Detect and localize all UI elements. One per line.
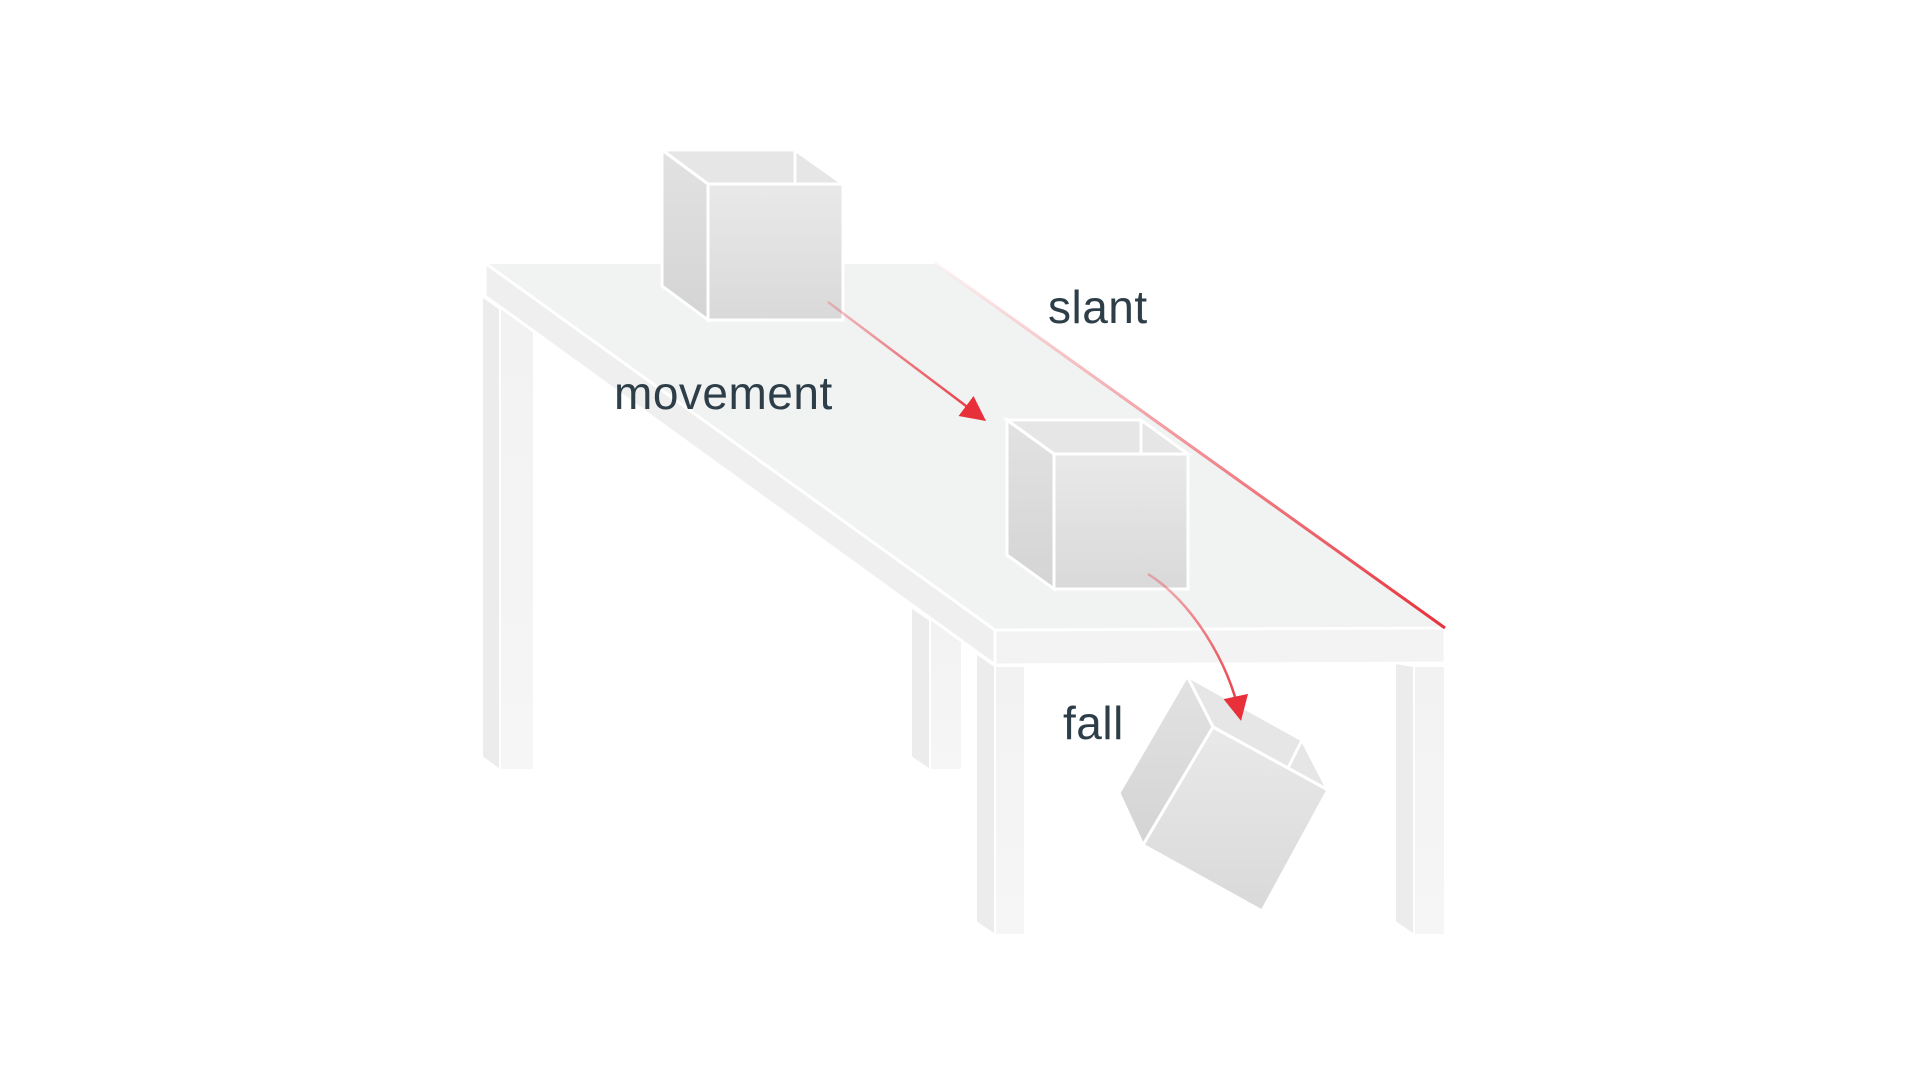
table-left-leg <box>481 294 535 772</box>
table-top-surface <box>481 262 1449 632</box>
box-start <box>657 147 848 323</box>
table-side-edge <box>993 626 1447 667</box>
table <box>481 260 1449 668</box>
movement-label: movement <box>614 367 833 419</box>
movement-arrow <box>827 301 986 422</box>
fall-arrow <box>1147 572 1249 721</box>
box-falling <box>1117 672 1332 914</box>
slant-line <box>934 261 1446 630</box>
table-back-legs <box>910 605 963 772</box>
slant-label: slant <box>1048 281 1148 333</box>
fall-label: fall <box>1063 697 1124 749</box>
box-middle <box>1002 417 1193 592</box>
table-front-legs <box>975 651 1446 937</box>
